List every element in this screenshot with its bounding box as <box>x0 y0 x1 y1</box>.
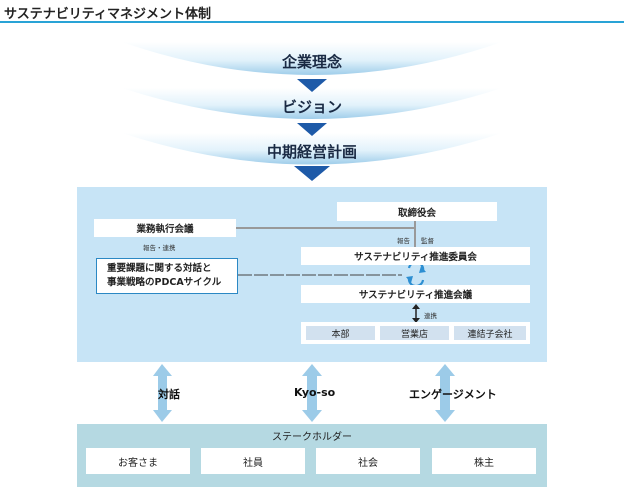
arrow-down-2 <box>297 123 327 136</box>
band-label-midterm-plan: 中期経営計画 <box>266 143 357 161</box>
band-midterm-plan <box>122 133 502 165</box>
stakeholder-shareholders: 株主 <box>432 448 536 474</box>
bridge-arrow-kyoso <box>302 364 322 422</box>
bridge-label-kyoso: Kyo-so <box>294 386 336 399</box>
arrow-down-3 <box>294 166 330 181</box>
bridge-arrow-engagement <box>435 364 455 422</box>
sustainability-committee-box: サステナビリティ推進委員会 <box>301 247 530 265</box>
stakeholder-employees: 社員 <box>201 448 305 474</box>
pdca-line-1: 重要課題に関する対話と <box>107 263 212 274</box>
pdca-cycle-box: 重要課題に関する対話と 事業戦略のPDCAサイクル <box>96 258 238 294</box>
unit-branches: 営業店 <box>380 326 449 340</box>
band-label-philosophy: 企業理念 <box>281 53 342 71</box>
stakeholder-customers: お客さま <box>86 448 190 474</box>
link-label: 連携 <box>424 312 437 320</box>
bridge-label-engagement: エンゲージメント <box>409 388 497 401</box>
stakeholder-society: 社会 <box>316 448 420 474</box>
stakeholder-title: ステークホルダー <box>272 432 352 443</box>
bridge-arrow-dialogue <box>153 364 172 422</box>
supervise-label: 監督 <box>421 237 434 245</box>
pdca-line-2: 事業戦略のPDCAサイクル <box>107 277 222 288</box>
report-coordinate-note: 報告・連携 <box>143 244 176 252</box>
report-label: 報告 <box>397 237 410 245</box>
arrow-down-1 <box>297 79 327 92</box>
page-title: サステナビリティマネジメント体制 <box>4 7 211 22</box>
band-philosophy <box>122 42 502 75</box>
sustainability-council-box: サステナビリティ推進会議 <box>301 285 530 303</box>
title-divider <box>0 21 624 23</box>
band-vision <box>122 88 502 119</box>
board-of-directors-box: 取締役会 <box>337 202 497 221</box>
unit-headquarters: 本部 <box>306 326 375 340</box>
band-label-vision: ビジョン <box>281 98 342 116</box>
unit-subsidiaries: 連結子会社 <box>454 326 526 340</box>
hierarchy-bands <box>122 42 502 181</box>
executive-meeting-box: 業務執行会議 <box>94 219 236 237</box>
bridge-label-dialogue: 対話 <box>158 388 180 401</box>
